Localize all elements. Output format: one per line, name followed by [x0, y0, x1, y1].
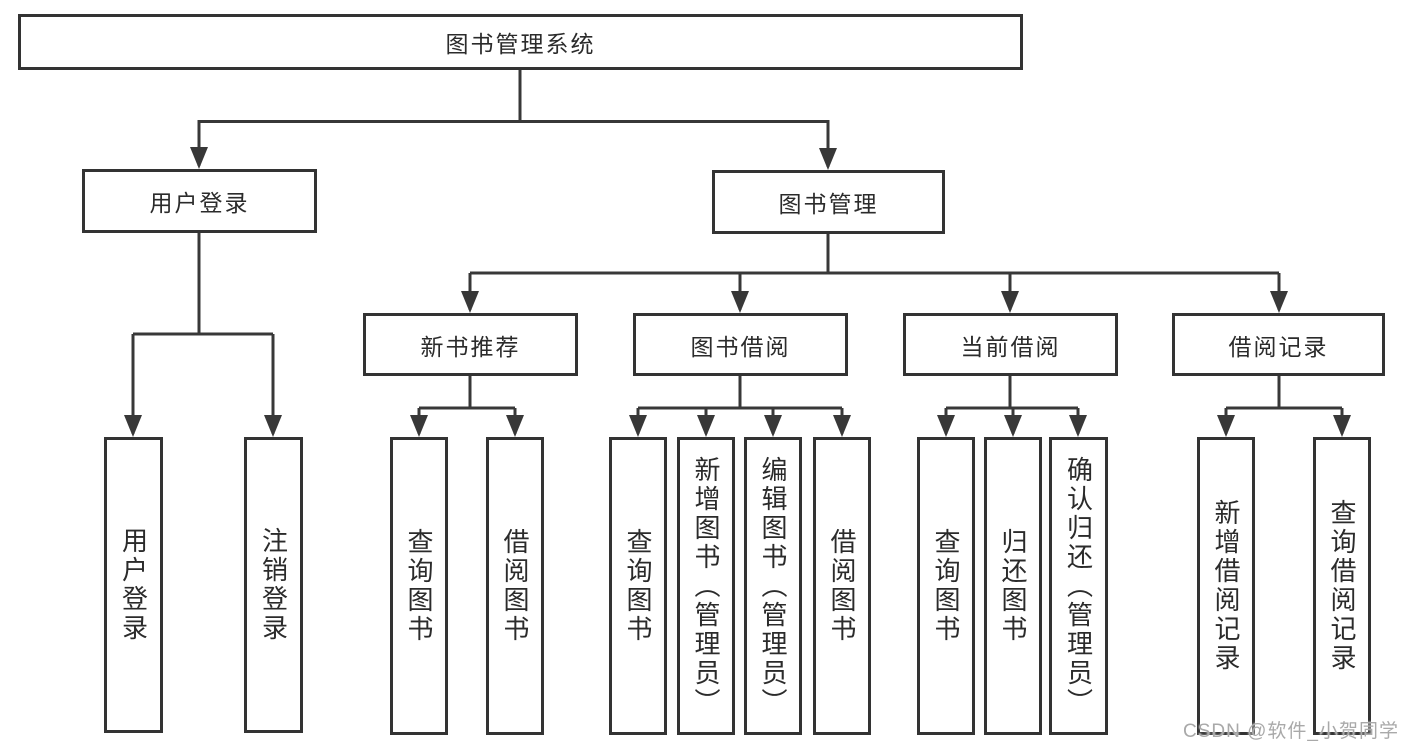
- node-root-library-system: 图书管理系统: [18, 14, 1023, 70]
- csdn-watermark: CSDN @软件_小贺同学: [1183, 721, 1399, 742]
- node-label: 图书借阅: [690, 333, 791, 360]
- node-label: 新增借阅记录: [1211, 499, 1241, 673]
- node-label: 图书管理系统: [445, 31, 596, 57]
- node-label: 查询图书: [404, 528, 434, 644]
- node-leaf-add-books-admin: 新增图书（管理员）: [677, 437, 735, 735]
- node-label: 用户登录: [149, 190, 250, 216]
- node-book-borrowing: 图书借阅: [633, 313, 848, 376]
- node-leaf-return-books: 归还图书: [984, 437, 1042, 735]
- node-label: 编辑图书（管理员）: [758, 455, 788, 717]
- node-label: 查询借阅记录: [1327, 499, 1357, 673]
- node-leaf-query-borrow-record: 查询借阅记录: [1313, 437, 1371, 735]
- node-leaf-query-books-3: 查询图书: [917, 437, 975, 735]
- node-label: 归还图书: [998, 528, 1028, 644]
- node-label: 查询图书: [623, 528, 653, 644]
- node-new-book-recommend: 新书推荐: [363, 313, 578, 376]
- node-leaf-confirm-return-admin: 确认归还（管理员）: [1049, 437, 1108, 735]
- tree-connector-path: [131, 70, 1344, 434]
- node-leaf-user-login: 用户登录: [104, 437, 163, 733]
- node-label: 新书推荐: [420, 333, 521, 360]
- arrowheads: [124, 147, 1351, 437]
- node-label: 借阅记录: [1228, 333, 1329, 360]
- node-user-login-group: 用户登录: [82, 169, 317, 233]
- node-label: 借阅图书: [500, 528, 530, 644]
- node-leaf-logout: 注销登录: [244, 437, 303, 733]
- node-label: 当前借阅: [960, 333, 1061, 360]
- node-label: 注销登录: [258, 527, 289, 643]
- node-label: 用户登录: [118, 527, 149, 643]
- node-leaf-add-borrow-record: 新增借阅记录: [1197, 437, 1255, 735]
- node-leaf-query-books-2: 查询图书: [609, 437, 667, 735]
- node-leaf-query-books-1: 查询图书: [390, 437, 448, 735]
- node-current-borrowing: 当前借阅: [903, 313, 1118, 376]
- node-label: 图书管理: [778, 191, 879, 217]
- node-borrowing-records: 借阅记录: [1172, 313, 1385, 376]
- node-leaf-borrow-books-2: 借阅图书: [813, 437, 871, 735]
- node-label: 确认归还（管理员）: [1063, 455, 1094, 717]
- node-leaf-borrow-books-1: 借阅图书: [486, 437, 544, 735]
- node-book-management: 图书管理: [712, 170, 945, 234]
- node-leaf-edit-books-admin: 编辑图书（管理员）: [744, 437, 802, 735]
- node-label: 借阅图书: [827, 528, 857, 644]
- node-label: 查询图书: [931, 528, 961, 644]
- node-label: 新增图书（管理员）: [691, 455, 721, 717]
